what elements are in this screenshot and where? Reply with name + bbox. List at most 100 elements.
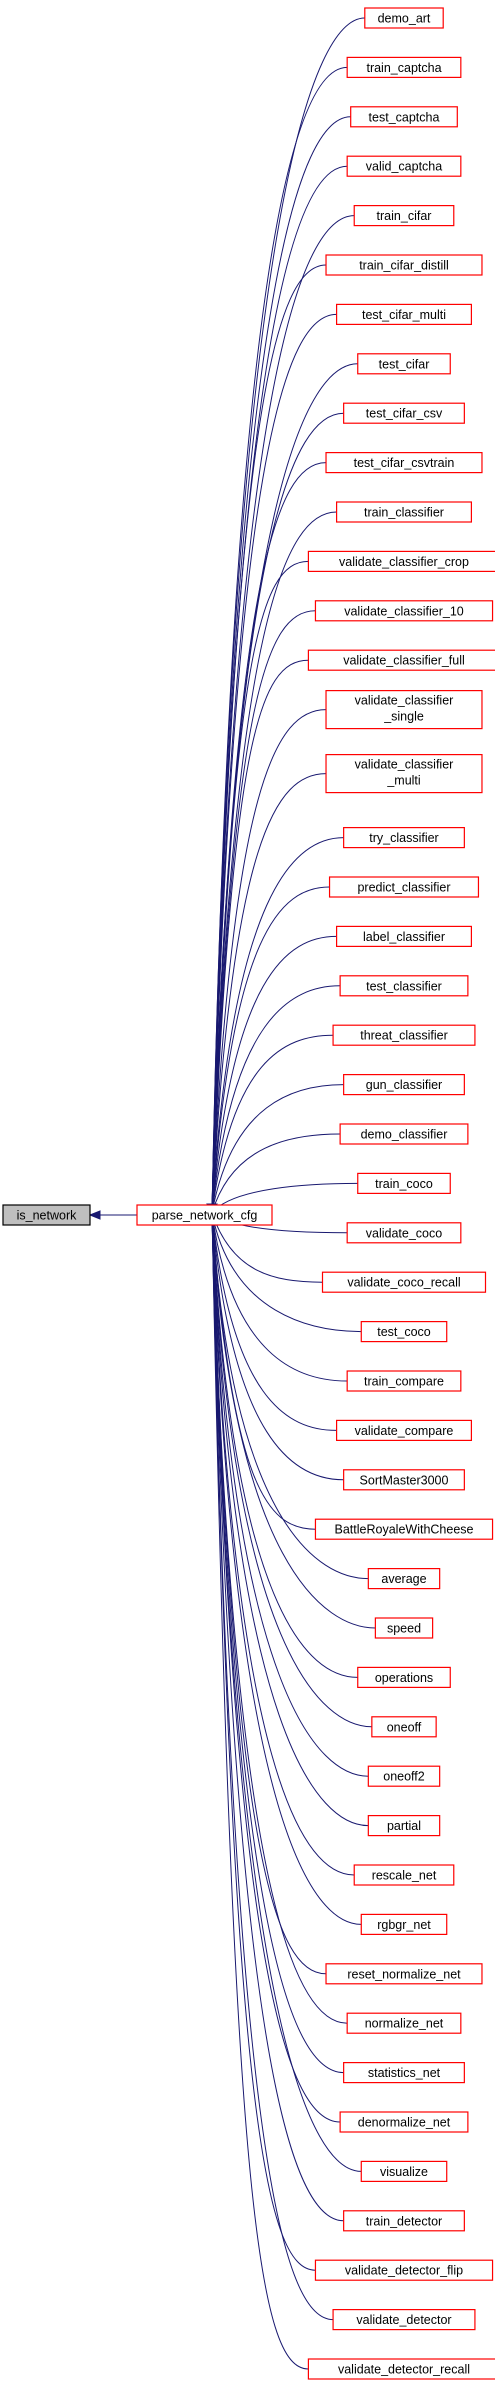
call-edge [211, 610, 316, 1214]
node-validate-detector-recall[interactable]: validate_detector_recall [307, 2358, 495, 2380]
node-oneoff2[interactable]: oneoff2 [367, 1765, 441, 1787]
node-normalize-net[interactable]: normalize_net [346, 2012, 462, 2034]
node-label: label_classifier [363, 930, 445, 944]
call-edge [211, 1212, 337, 1431]
node-label: train_compare [364, 1375, 444, 1389]
node-label: rescale_net [372, 1869, 437, 1883]
node-train-captcha[interactable]: train_captcha [346, 56, 462, 79]
node-label: predict_classifier [357, 881, 450, 895]
node-test-cifar-csvtrain[interactable]: test_cifar_csvtrain [325, 452, 483, 474]
node-label: train_captcha [366, 61, 441, 75]
node-validate-classifier-full[interactable]: validate_classifier_full [307, 649, 495, 671]
node-validate-detector-flip[interactable]: validate_detector_flip [314, 2259, 494, 2281]
node-parse-network-cfg[interactable]: parse_network_cfg [136, 1204, 273, 1226]
call-edge [211, 511, 337, 1214]
node-validate-classifier-multi[interactable]: validate_classifier_multi [325, 753, 483, 794]
node-battleroyalewithcheese[interactable]: BattleRoyaleWithCheese [314, 1518, 494, 1540]
node-test-cifar-multi[interactable]: test_cifar_multi [336, 303, 473, 325]
node-threat-classifier[interactable]: threat_classifier [332, 1024, 476, 1046]
call-edge [211, 709, 327, 1214]
node-speed[interactable]: speed [374, 1617, 434, 1639]
node-train-cifar[interactable]: train_cifar [353, 205, 455, 227]
call-edge [211, 1212, 334, 2321]
node-label: partial [387, 1819, 421, 1833]
node-gun-classifier[interactable]: gun_classifier [343, 1073, 465, 1096]
node-label: demo_classifier [361, 1128, 448, 1142]
node-label: validate_detector_flip [345, 2264, 463, 2278]
node-sortmaster3000[interactable]: SortMaster3000 [343, 1469, 465, 1491]
call-edge [211, 1212, 362, 1925]
node-visualize[interactable]: visualize [360, 2160, 448, 2182]
call-edge [211, 1212, 372, 1728]
node-label: oneoff2 [383, 1770, 425, 1784]
node-test-classifier[interactable]: test_classifier [339, 975, 469, 997]
call-edge [211, 264, 327, 1214]
node-label: test_cifar [379, 357, 430, 371]
node-valid-captcha[interactable]: valid_captcha [346, 155, 462, 177]
node-label: is_network [17, 1209, 77, 1223]
node-rgbgr-net[interactable]: rgbgr_net [360, 1913, 448, 1936]
node-label: gun_classifier [366, 1078, 442, 1092]
node-label: test_cifar_csv [366, 407, 443, 421]
call-edge [211, 1212, 369, 1580]
node-label: train_classifier [364, 506, 444, 520]
node-validate-classifier-10[interactable]: validate_classifier_10 [314, 600, 494, 622]
node-average[interactable]: average [367, 1567, 441, 1590]
call-edge [211, 215, 355, 1214]
node-predict-classifier[interactable]: predict_classifier [328, 876, 480, 898]
node-label: visualize [380, 2165, 428, 2179]
node-test-captcha[interactable]: test_captcha [350, 106, 458, 128]
node-reset-normalize-net[interactable]: reset_normalize_net [325, 1963, 483, 1985]
call-edge [211, 1212, 369, 1827]
node-validate-coco-recall[interactable]: validate_coco_recall [321, 1271, 487, 1293]
node-label: speed [387, 1622, 421, 1636]
node-label: test_captcha [369, 110, 440, 124]
node-label: validate_detector [356, 2313, 451, 2327]
node-test-coco[interactable]: test_coco [360, 1320, 448, 1343]
node-label: statistics_net [368, 2066, 441, 2080]
node-try-classifier[interactable]: try_classifier [343, 826, 465, 849]
node-label: validate_compare [355, 1424, 454, 1438]
node-test-cifar[interactable]: test_cifar [357, 353, 451, 375]
node-statistics-net[interactable]: statistics_net [343, 2062, 465, 2084]
node-partial[interactable]: partial [367, 1814, 441, 1837]
node-validate-coco[interactable]: validate_coco [346, 1222, 462, 1244]
node-label: test_coco [377, 1325, 431, 1339]
node-train-cifar-distill[interactable]: train_cifar_distill [325, 254, 483, 276]
node-label-classifier[interactable]: label_classifier [336, 925, 473, 948]
call-edge [211, 1212, 344, 2222]
node-label: train_cifar_distill [359, 259, 449, 273]
node-label: train_coco [375, 1177, 433, 1191]
node-rescale-net[interactable]: rescale_net [353, 1864, 455, 1886]
node-test-cifar-csv[interactable]: test_cifar_csv [343, 402, 465, 424]
node-validate-classifier-crop[interactable]: validate_classifier_crop [307, 550, 495, 573]
node-train-classifier[interactable]: train_classifier [336, 501, 473, 523]
node-validate-compare[interactable]: validate_compare [336, 1419, 473, 1442]
node-demo-art[interactable]: demo_art [364, 7, 444, 29]
call-edge [211, 886, 330, 1214]
node-operations[interactable]: operations [357, 1666, 451, 1689]
node-train-coco[interactable]: train_coco [357, 1172, 451, 1195]
node-label: normalize_net [365, 2017, 444, 2031]
node-label: validate_detector_recall [338, 2363, 470, 2377]
node-denormalize-net[interactable]: denormalize_net [339, 2111, 469, 2133]
call-edge [211, 1212, 348, 2024]
node-label: validate_coco [366, 1226, 442, 1240]
call-edge [211, 1212, 358, 1678]
node-demo-classifier[interactable]: demo_classifier [339, 1123, 469, 1145]
call-edge [211, 1034, 334, 1214]
node-label: average [381, 1572, 426, 1586]
call-edge [211, 1212, 355, 1876]
node-label: threat_classifier [360, 1029, 448, 1043]
node-train-compare[interactable]: train_compare [346, 1370, 462, 1392]
node-label: validate_classifier [355, 694, 454, 708]
call-edge [211, 412, 344, 1214]
node-train-detector[interactable]: train_detector [343, 2210, 465, 2232]
node-is-network[interactable]: is_network [2, 1204, 91, 1226]
node-validate-classifier-single[interactable]: validate_classifier_single [325, 689, 483, 730]
call-edge [211, 985, 341, 1214]
call-edge [211, 1212, 323, 1283]
node-oneoff[interactable]: oneoff [371, 1716, 437, 1738]
node-validate-detector[interactable]: validate_detector [332, 2309, 476, 2331]
